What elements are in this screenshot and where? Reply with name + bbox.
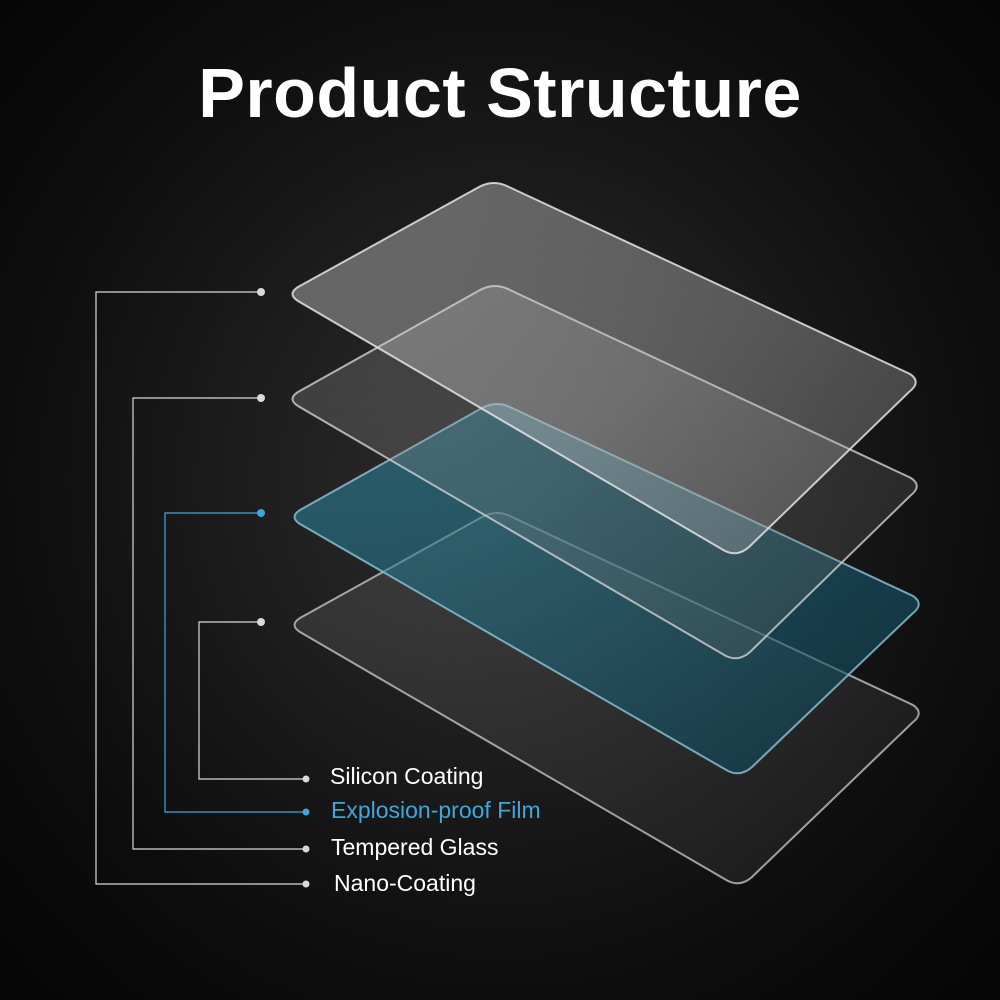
dot-tempered-glass-layer [257,394,265,402]
dot-silicon-coating-label [302,775,310,783]
label-nano-coating: Nano-Coating [334,870,476,896]
label-silicon-coating: Silicon Coating [330,763,484,789]
dot-nano-coating-layer [257,288,265,296]
dot-nano-coating-label [302,880,310,888]
dot-tempered-glass-label [302,845,310,853]
label-tempered-glass: Tempered Glass [331,834,499,860]
leader-line-explosion-proof-film [164,512,306,813]
dot-silicon-coating-layer [257,618,265,626]
leader-line-nano-coating [95,291,306,885]
leader-line-silicon-coating [198,621,306,780]
leader-line-tempered-glass [132,397,306,850]
nano-coating-layer [291,182,917,555]
dot-explosion-proof-film-layer [257,509,265,517]
dot-explosion-proof-film-label [302,808,310,816]
page-title: Product Structure [198,54,802,132]
label-explosion-proof-film: Explosion-proof Film [331,797,541,823]
